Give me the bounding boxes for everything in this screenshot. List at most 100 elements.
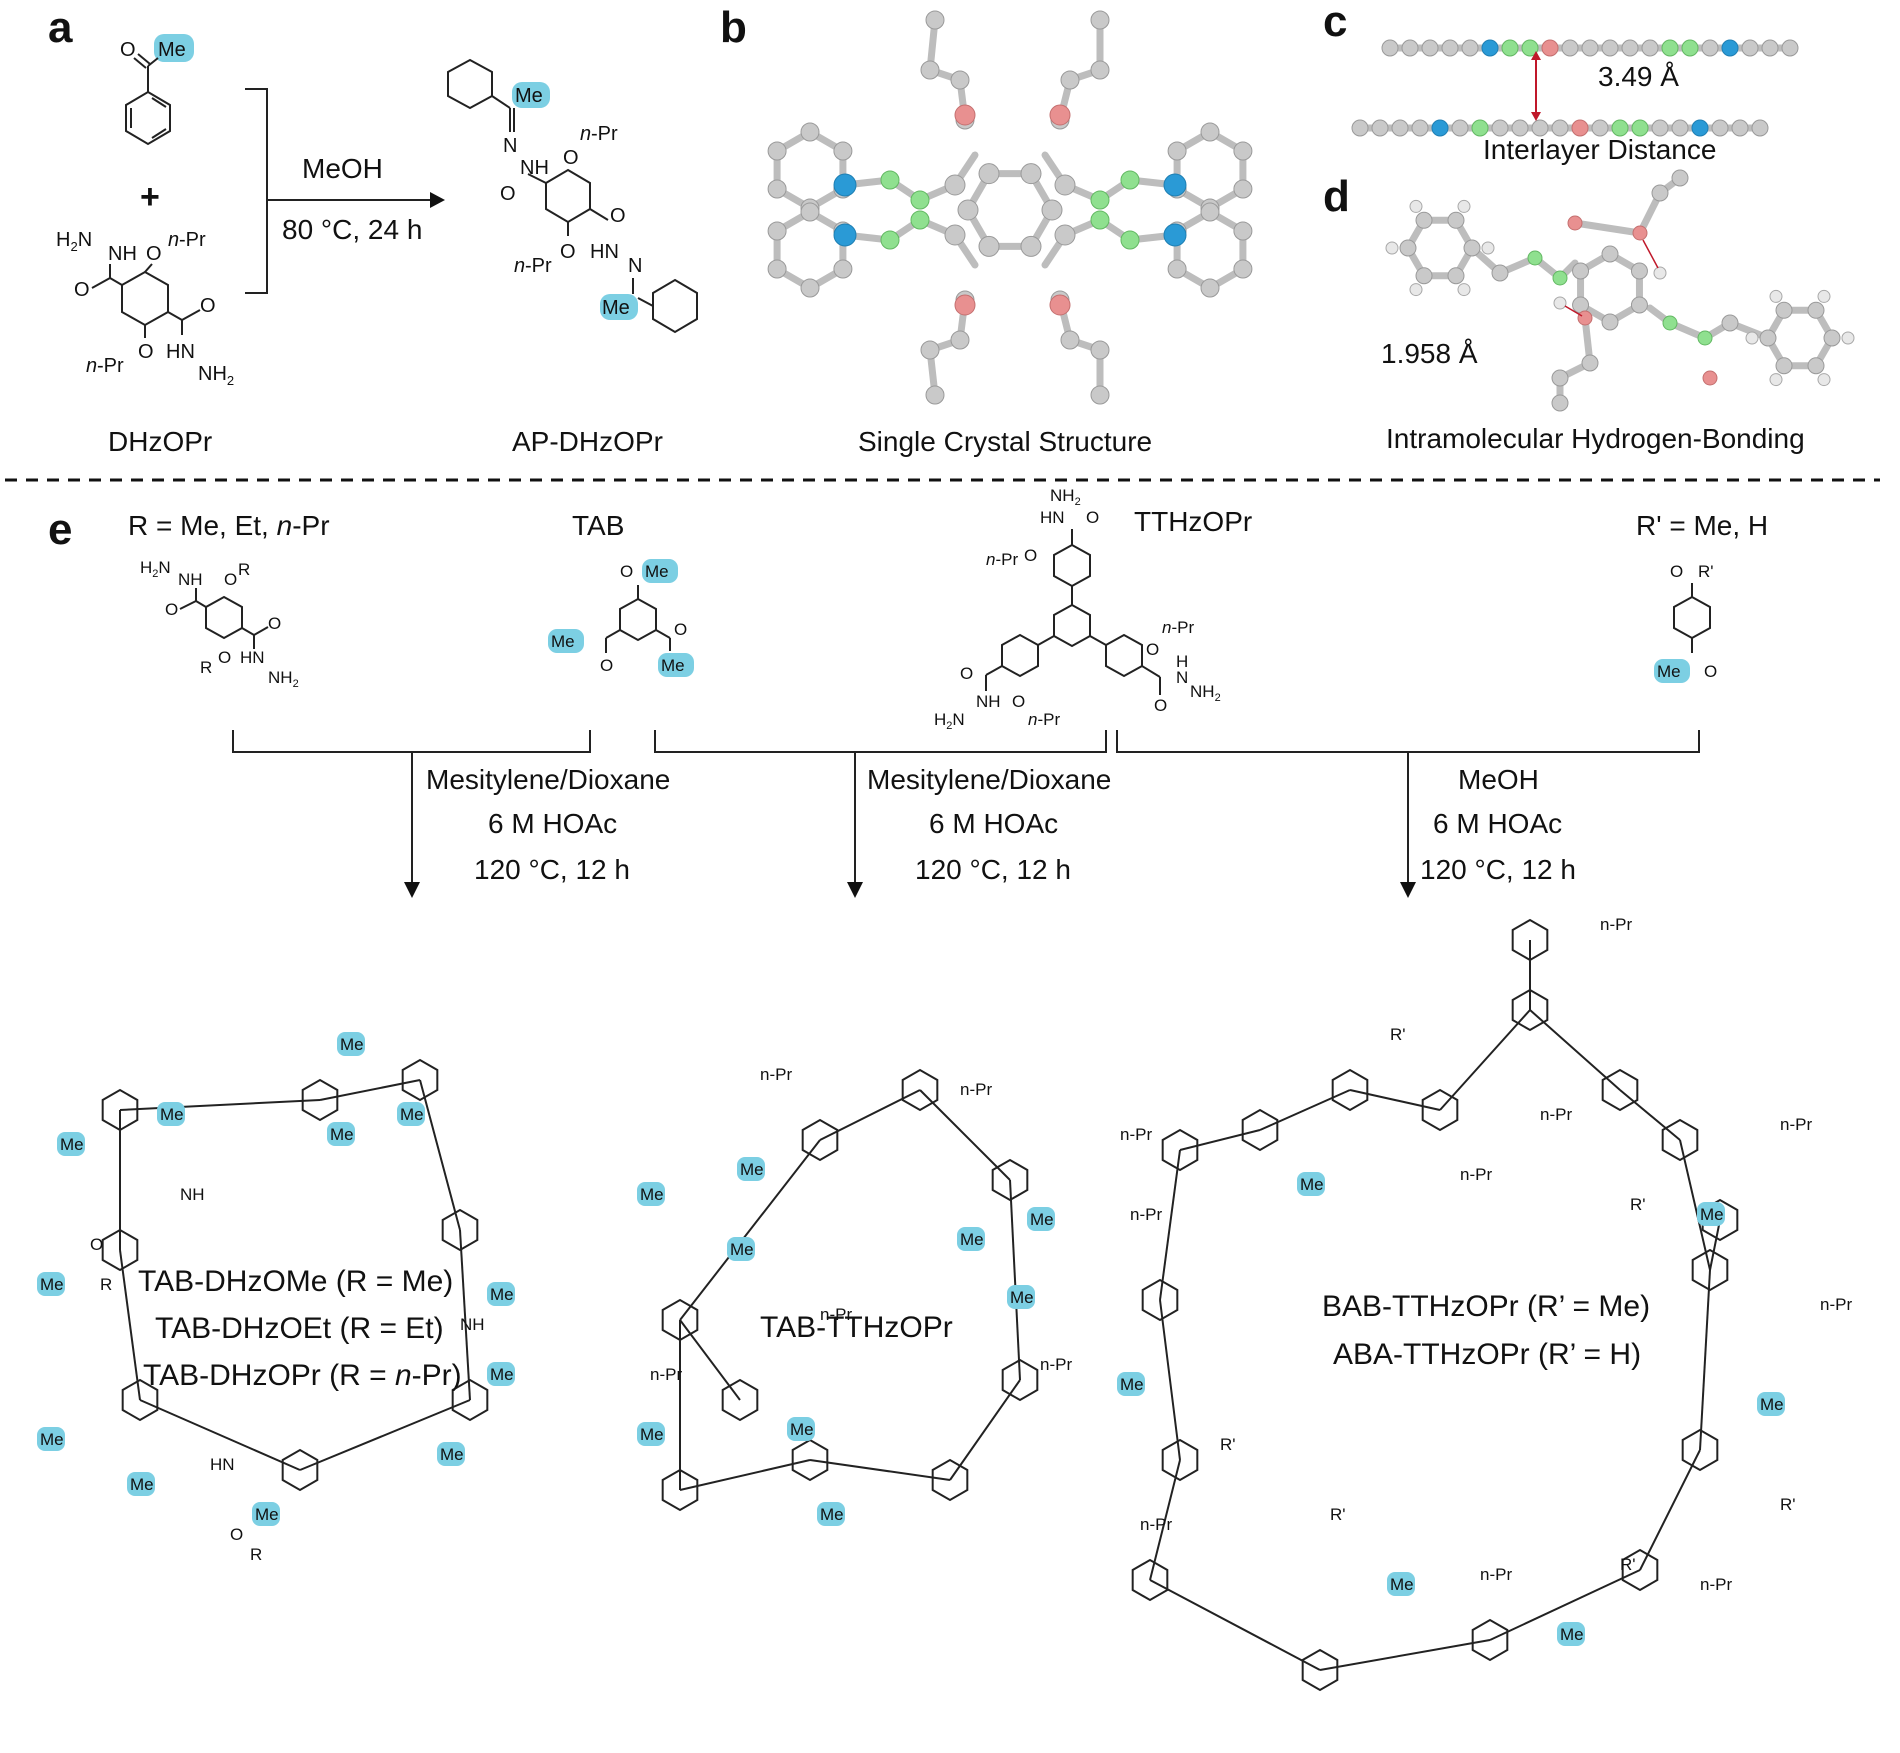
atom-ball <box>1781 39 1799 57</box>
methyl-highlight <box>637 1182 665 1206</box>
aromatic-ring <box>401 1058 439 1102</box>
atom-ball <box>1632 225 1648 241</box>
atom-ball <box>1049 104 1071 126</box>
methyl-highlight <box>437 1442 465 1466</box>
atom-o: O <box>120 39 136 61</box>
aromatic-ring <box>931 1458 969 1502</box>
atom-ball <box>1491 119 1509 137</box>
atom-ball <box>1409 199 1423 213</box>
svg-text:n: n <box>514 255 525 277</box>
interlayer-distance-value: 3.49 Å <box>1598 61 1679 92</box>
atom-label: O <box>230 1525 243 1544</box>
aromatic-ring <box>1511 988 1549 1032</box>
atom-ball <box>1381 39 1399 57</box>
reaction2-acid: 6 M HOAc <box>929 808 1059 839</box>
svg-text:NH: NH <box>108 243 137 265</box>
atom-ball <box>833 173 857 197</box>
atom-ball <box>1817 373 1831 387</box>
linker-bond <box>1489 1569 1641 1641</box>
atom-ball <box>1090 60 1110 80</box>
atom-ball <box>1441 39 1459 57</box>
atom-label: Me <box>1560 1625 1584 1644</box>
atom-label: Me <box>340 1035 364 1054</box>
atom-label: Me <box>1120 1375 1144 1394</box>
svg-text:O: O <box>674 620 687 639</box>
linker-bond <box>1259 1089 1351 1131</box>
atom-ball <box>1415 267 1433 285</box>
atom-ball <box>1481 241 1495 255</box>
atom-ball <box>978 163 1000 185</box>
linker-bond <box>1679 1139 1711 1271</box>
atom-ball <box>1020 163 1042 185</box>
linker-bond <box>1149 1459 1181 1581</box>
monomer-bab-title: R' = Me, H <box>1636 510 1769 541</box>
svg-text:R: R <box>200 658 212 677</box>
svg-text:O: O <box>960 664 973 683</box>
panel-letter-a: a <box>48 3 73 52</box>
atom-ball <box>833 141 853 161</box>
aromatic-ring <box>281 1448 319 1492</box>
atom-label: HN <box>210 1455 235 1474</box>
atom-ball <box>1630 296 1648 314</box>
linker-bond <box>919 1089 1011 1181</box>
linker-bond <box>1699 1269 1711 1451</box>
atom-label: Me <box>640 1425 664 1444</box>
svg-text:O: O <box>224 570 237 589</box>
linker-bond <box>949 1379 1021 1481</box>
linker-bond <box>809 1459 951 1481</box>
linker-bond <box>1349 1089 1441 1111</box>
atom-ball <box>1541 39 1559 57</box>
atom-label: Me <box>490 1365 514 1384</box>
atom-ball <box>1571 119 1589 137</box>
linker-bond <box>299 1399 471 1471</box>
aromatic-ring <box>1421 1088 1459 1132</box>
atom-label: NH <box>180 1185 205 1204</box>
svg-text:NH2: NH2 <box>268 668 299 690</box>
aromatic-ring <box>441 1208 479 1252</box>
atom-ball <box>1501 39 1519 57</box>
product-tab-dhzoet-name: TAB-DHzOEt (R = Et) <box>155 1312 444 1345</box>
atom-label: Me <box>960 1230 984 1249</box>
atom-label: n-Pr <box>1780 1115 1812 1134</box>
svg-text:NH2: NH2 <box>1190 682 1221 704</box>
atom-ball <box>1457 199 1471 213</box>
atom-ball <box>1553 296 1567 310</box>
linker-bond <box>1159 1149 1181 1301</box>
svg-text:H: H <box>1176 652 1188 671</box>
atom-label: n-Pr <box>760 1065 792 1084</box>
aromatic-ring <box>1601 1068 1639 1112</box>
atom-ball <box>1561 39 1579 57</box>
atom-label: R' <box>1220 1435 1236 1454</box>
svg-text:Me: Me <box>602 297 630 319</box>
single-crystal-model <box>767 10 1253 405</box>
atom-label: Me <box>1760 1395 1784 1414</box>
panel-letter-c: c <box>1323 0 1348 46</box>
atom-ball <box>1662 315 1678 331</box>
atom-ball <box>1415 211 1433 229</box>
svg-text:Me: Me <box>515 85 543 107</box>
atom-ball <box>1481 39 1499 57</box>
aromatic-ring <box>1511 918 1549 962</box>
ap-dhzopr-label: AP-DHzOPr <box>512 426 663 457</box>
monomer-tab-title: TAB <box>572 510 625 541</box>
methyl-highlight <box>1117 1372 1145 1396</box>
atom-ball <box>1551 369 1569 387</box>
atom-label: Me <box>490 1285 514 1304</box>
svg-text:O: O <box>1024 546 1037 565</box>
methyl-highlight <box>327 1122 355 1146</box>
atom-label: Me <box>1010 1288 1034 1307</box>
atom-ball <box>1817 289 1831 303</box>
atom-ball <box>767 221 787 241</box>
atom-ball <box>767 259 787 279</box>
linker-bond <box>1179 1129 1261 1151</box>
linker-bond <box>1439 1009 1531 1111</box>
dhzopr-structure: H2N NH O n-Pr O O O n-Pr HN NH2 <box>56 229 234 388</box>
aromatic-ring <box>451 1378 489 1422</box>
aromatic-ring <box>1301 1648 1339 1692</box>
atom-ball <box>1621 39 1639 57</box>
aromatic-ring <box>661 1298 699 1342</box>
atom-ball <box>1054 224 1076 246</box>
atom-ball <box>920 60 940 80</box>
atom-label: n-Pr <box>1600 915 1632 934</box>
